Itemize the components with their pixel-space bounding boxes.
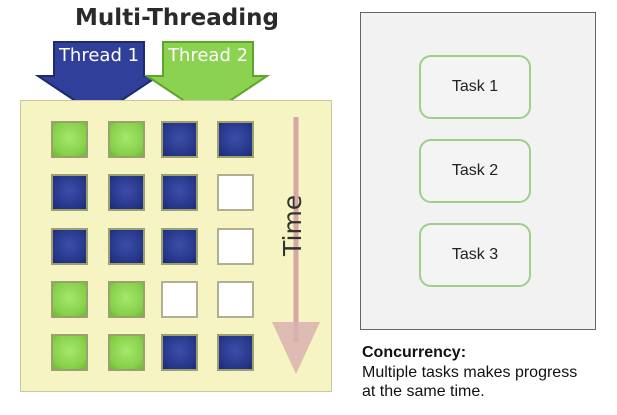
- task-1-box: Task 1: [419, 55, 531, 119]
- task-2-box: Task 2: [419, 139, 531, 203]
- grid-cell-idle: [161, 281, 198, 318]
- grid-cell-thread2: [51, 334, 88, 371]
- thread2-label: Thread 2: [167, 45, 249, 66]
- grid-cell-thread2: [51, 121, 88, 158]
- time-arrow-icon: [272, 117, 320, 374]
- grid-cell-thread1: [161, 334, 198, 371]
- task-3-box: Task 3: [419, 223, 531, 287]
- grid-cell-thread2: [108, 281, 145, 318]
- concurrency-caption-line2: at the same time.: [362, 383, 485, 400]
- grid-cell-thread1: [161, 174, 198, 211]
- grid-cell-thread1: [161, 121, 198, 158]
- grid-cell-thread1: [217, 121, 254, 158]
- time-label: Time: [278, 194, 307, 256]
- grid-cell-thread1: [217, 334, 254, 371]
- diagram-title: Multi-Threading: [75, 5, 279, 31]
- thread1-arrow: [34, 41, 162, 118]
- grid-cell-idle: [217, 281, 254, 318]
- thread1-label: Thread 1: [58, 45, 140, 66]
- thread2-arrow: [143, 41, 271, 118]
- concurrency-caption-line1: Multiple tasks makes progress: [362, 364, 578, 381]
- grid-cell-thread2: [51, 281, 88, 318]
- thread-grid-panel: [20, 100, 332, 392]
- grid-cell-thread2: [108, 334, 145, 371]
- grid-cell-idle: [217, 228, 254, 265]
- tasks-frame: Task 1 Task 2 Task 3: [360, 12, 596, 330]
- grid-cell-thread2: [108, 121, 145, 158]
- grid-cell-thread1: [51, 228, 88, 265]
- grid-cell-thread1: [108, 228, 145, 265]
- thread-arrows: [34, 41, 271, 118]
- grid-cell-idle: [217, 174, 254, 211]
- concurrency-caption-title: Concurrency:: [362, 344, 467, 361]
- grid-cell-thread1: [108, 174, 145, 211]
- grid-cell-thread1: [161, 228, 198, 265]
- grid-cell-thread1: [51, 174, 88, 211]
